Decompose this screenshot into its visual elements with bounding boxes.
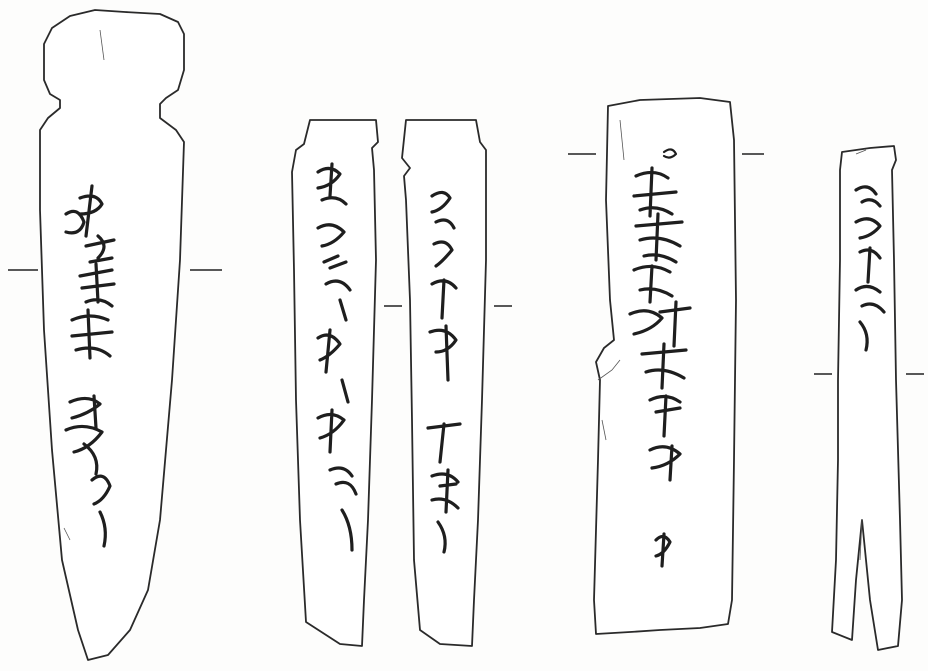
tablet-5-inscription	[854, 185, 886, 352]
tablet-5-outline	[831, 145, 903, 651]
tablet-2-outline	[291, 119, 379, 647]
tablet-4	[593, 97, 737, 635]
tablet-4-inscription	[628, 148, 692, 568]
tablet-1-outline	[39, 9, 185, 661]
tablet-5	[831, 145, 903, 651]
tablet-3-outline	[401, 119, 487, 647]
section-ticks	[8, 153, 924, 375]
tablet-4-outline	[593, 97, 737, 635]
tablet-3	[401, 119, 487, 647]
tablet-3-inscription	[426, 190, 462, 554]
tablet-1-inscription	[64, 184, 116, 548]
tablet-2	[291, 119, 379, 647]
tablet-2-inscription	[316, 162, 358, 552]
tablet-1	[39, 9, 185, 661]
